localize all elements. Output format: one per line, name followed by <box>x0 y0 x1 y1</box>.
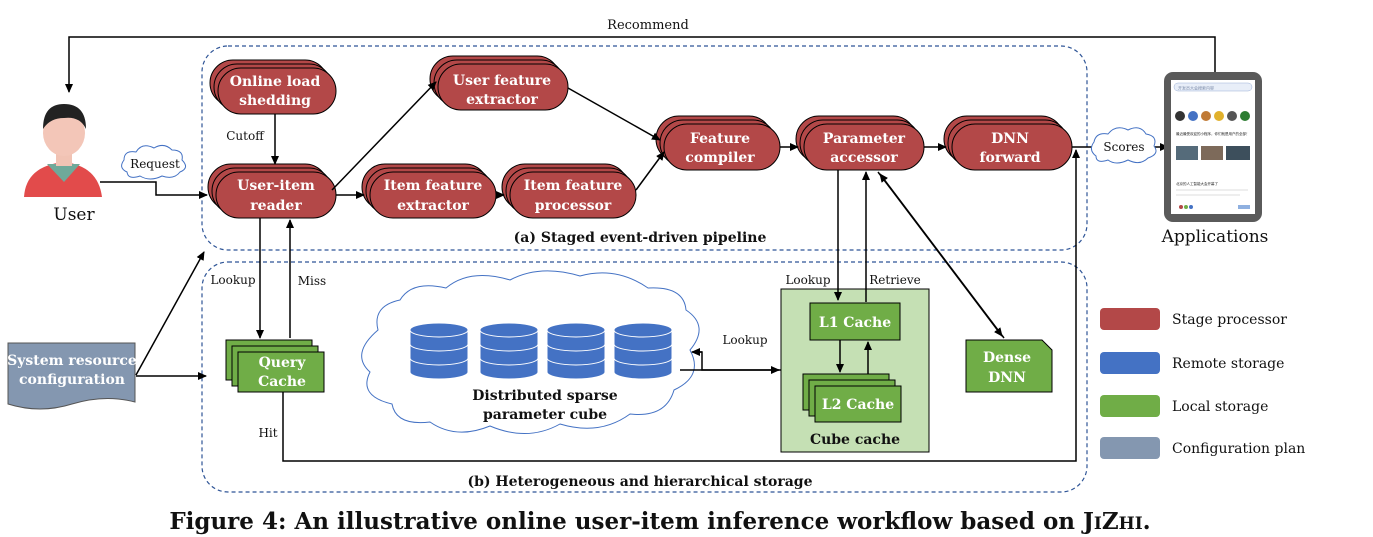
legend: Stage processor Remote storage Local sto… <box>1100 308 1305 459</box>
request-cloud <box>121 144 186 180</box>
phone-news: 北京的人工智能大会开幕了 <box>1176 181 1218 186</box>
user-icon <box>24 104 102 197</box>
system-config-line1: System resource <box>7 353 137 369</box>
user-item-reader-line1: User-item <box>237 178 315 194</box>
item-processor-to-compiler-arrow <box>635 151 665 191</box>
item-feature-extractor-stage: Item feature extractor <box>361 163 497 219</box>
user-item-reader-line2: reader <box>250 198 302 214</box>
reader-to-user-extractor-arrow <box>331 81 437 191</box>
recommend-arrow <box>65 36 1216 93</box>
l2-cache-node: L2 Cache <box>802 373 902 423</box>
dense-dnn-line1: Dense <box>983 350 1031 366</box>
dnn-forward-stage: DNN forward <box>943 115 1073 171</box>
caption-name-hi: HI <box>1119 514 1143 534</box>
l2-cache-label: L2 Cache <box>822 397 894 413</box>
user-feature-extractor-line1: User feature <box>453 73 551 89</box>
online-load-shedding-line2: shedding <box>239 93 311 109</box>
figure-caption: Figure 4: An illustrative online user-it… <box>169 508 1150 535</box>
user-feature-extractor-stage: User feature extractor <box>429 55 569 111</box>
parameter-accessor-line2: accessor <box>830 150 898 166</box>
item-feature-processor-stage: Item feature processor <box>501 163 637 219</box>
cube-cylinder-4 <box>613 322 673 380</box>
query-cache-line2: Cache <box>258 374 306 390</box>
scores-cloud <box>1090 127 1157 164</box>
l1-cache-node: L1 Cache <box>809 302 901 341</box>
legend-label-config: Configuration plan <box>1172 441 1305 457</box>
caption-suffix: . <box>1143 508 1151 535</box>
lookup-right-label: Lookup <box>785 273 830 287</box>
pipeline-region <box>201 45 1088 251</box>
cube-cylinder-2 <box>479 322 539 380</box>
dense-accessor-arrow <box>879 173 1005 339</box>
feature-compiler-stage: Feature compiler <box>655 115 781 171</box>
cube-label-line2: parameter cube <box>483 407 607 423</box>
cutoff-label: Cutoff <box>226 129 265 143</box>
caption-prefix: Figure 4: An illustrative online user-it… <box>169 508 1083 535</box>
applications-phone: 开发员大会搜索内容 最近最受欢迎的小程序，你们就是用户的全部！ 北京的人工智能大… <box>1164 72 1262 222</box>
user-label: User <box>53 205 95 225</box>
item-feature-processor-line1: Item feature <box>524 178 623 194</box>
cube-cylinder-3 <box>546 322 606 380</box>
cube-label-line1: Distributed sparse <box>472 388 618 404</box>
online-load-shedding-line1: Online load <box>230 74 321 90</box>
legend-swatch-remote <box>1100 352 1160 374</box>
retrieve-label: Retrieve <box>869 273 921 287</box>
item-feature-extractor-line2: extractor <box>397 198 469 214</box>
online-load-shedding-stage: Online load shedding <box>209 59 337 115</box>
miss-label: Miss <box>298 274 326 288</box>
hit-label: Hit <box>258 426 277 440</box>
legend-swatch-config <box>1100 437 1160 459</box>
user-item-reader-stage: User-item reader <box>207 163 337 219</box>
legend-label-remote: Remote storage <box>1172 356 1284 372</box>
l1-cache-label: L1 Cache <box>819 315 891 331</box>
feature-compiler-line1: Feature <box>690 131 750 147</box>
dnn-forward-line2: forward <box>979 150 1040 166</box>
item-feature-processor-line2: processor <box>535 198 612 214</box>
system-config-doc: System resource configuration <box>7 342 137 410</box>
cube-cache-label: Cube cache <box>810 432 900 448</box>
cube-cache-box <box>780 288 930 453</box>
request-label: Request <box>130 157 180 171</box>
legend-label-stage: Stage processor <box>1172 312 1287 328</box>
legend-label-local: Local storage <box>1172 399 1268 415</box>
system-config-line2: configuration <box>19 372 125 388</box>
query-cache-line1: Query <box>259 355 307 371</box>
user-feature-extractor-line2: extractor <box>466 92 538 108</box>
item-feature-extractor-line1: Item feature <box>384 178 483 194</box>
hit-path <box>282 149 1080 462</box>
request-line <box>100 181 208 199</box>
phone-search-placeholder: 开发员大会搜索内容 <box>1178 85 1214 91</box>
lookup-left-label: Lookup <box>210 273 255 287</box>
cube-cache-lookup-arrow <box>698 351 781 371</box>
phone-headline: 最近最受欢迎的小程序，你们就是用户的全部！ <box>1176 131 1250 136</box>
storage-region-title: (b) Heterogeneous and hierarchical stora… <box>468 474 813 490</box>
feature-compiler-line2: compiler <box>685 150 755 166</box>
pipeline-region-title: (a) Staged event-driven pipeline <box>514 230 767 246</box>
user-extractor-to-compiler-arrow <box>567 87 661 141</box>
legend-swatch-stage <box>1100 308 1160 330</box>
legend-swatch-local <box>1100 395 1160 417</box>
scores-label: Scores <box>1103 140 1144 154</box>
query-cache-node: Query Cache <box>225 339 325 393</box>
lookup-cube-label: Lookup <box>722 333 767 347</box>
dense-dnn-node: Dense DNN <box>965 339 1053 393</box>
config-to-pipeline-arrow <box>135 251 205 376</box>
caption-name-z: Z <box>1102 508 1119 535</box>
parameter-accessor-line1: Parameter <box>823 131 906 147</box>
caption-name-i: I <box>1094 514 1102 534</box>
caption-name-j: J <box>1081 508 1094 535</box>
parameter-accessor-stage: Parameter accessor <box>795 115 925 171</box>
recommend-label: Recommend <box>607 18 689 33</box>
cube-cylinder-1 <box>409 322 469 380</box>
dense-dnn-line2: DNN <box>988 370 1026 386</box>
dnn-forward-line1: DNN <box>991 131 1029 147</box>
applications-label: Applications <box>1161 227 1269 247</box>
